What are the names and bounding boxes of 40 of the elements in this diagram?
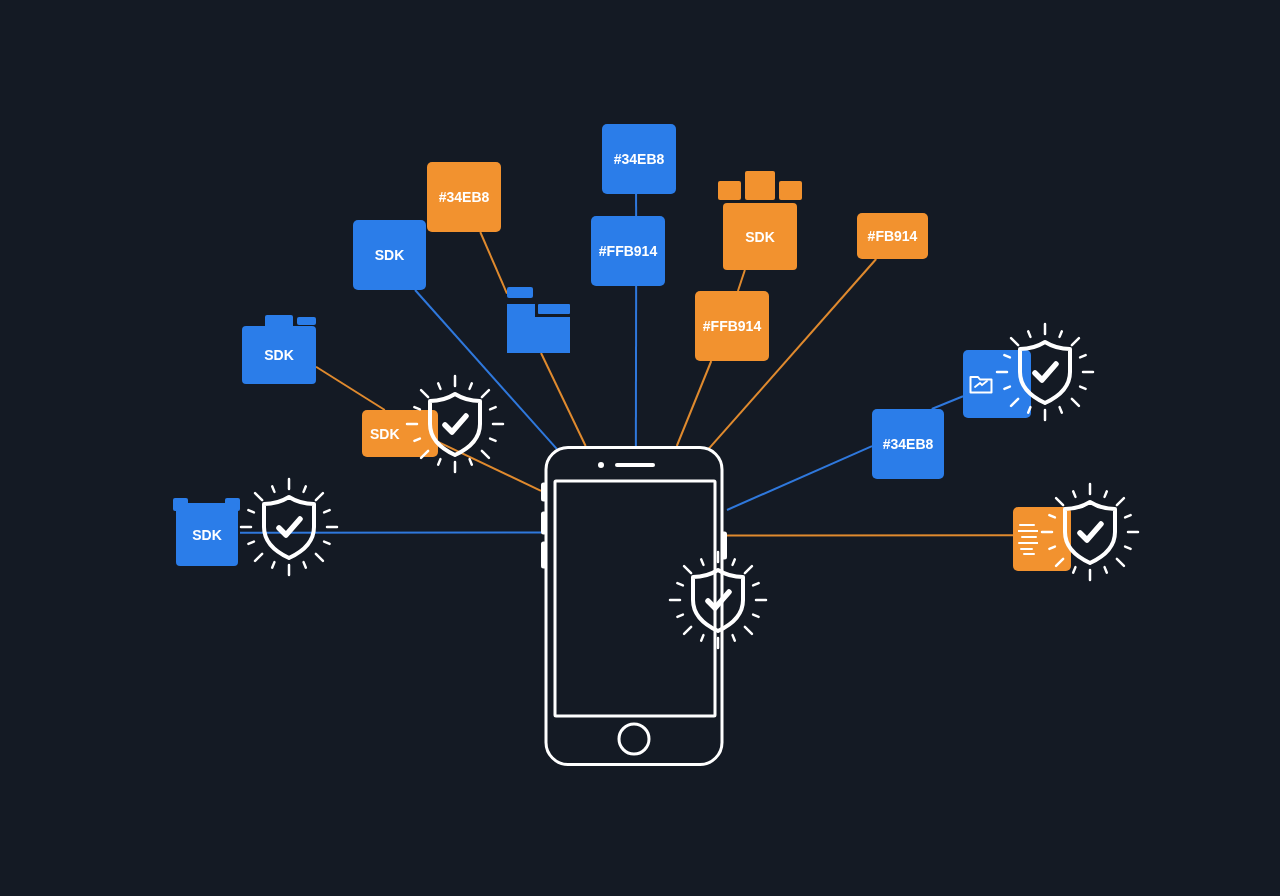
icon-tile <box>963 350 1031 418</box>
connector-line <box>479 231 508 295</box>
connector-line <box>414 289 558 451</box>
connector-line <box>736 269 746 292</box>
connector-line <box>635 193 638 217</box>
tile-label: #34EB8 <box>882 437 934 451</box>
tile-label: SDK <box>192 527 222 542</box>
tile-label: SDK <box>374 248 405 262</box>
folder-icon <box>507 287 570 353</box>
connector-line <box>675 360 713 447</box>
tile-label: #34EB8 <box>613 152 665 166</box>
tile-label: #34EB8 <box>438 190 490 204</box>
tile-label: #FFB914 <box>598 244 658 258</box>
tile-label: SDK <box>264 348 294 362</box>
connector-line <box>315 365 386 411</box>
connector-line <box>540 352 587 447</box>
package-tile <box>242 315 316 384</box>
code-tile <box>427 162 501 232</box>
connector-line <box>726 445 873 511</box>
sdk-tile <box>353 220 426 290</box>
code-tile <box>591 216 665 286</box>
sdk-tile <box>362 410 438 457</box>
phone-illustration <box>541 446 727 766</box>
tile-label: SDK <box>745 229 775 244</box>
tile-label: #FB914 <box>867 229 918 243</box>
connector-line <box>726 534 1014 537</box>
package-tile <box>718 171 802 270</box>
connector-line <box>634 285 638 447</box>
tile-label: #FFB914 <box>702 319 762 333</box>
package-tile <box>173 498 240 566</box>
code-tile <box>695 291 769 361</box>
connector-line <box>437 440 542 492</box>
connector-line <box>239 531 542 534</box>
icon-tile <box>1013 507 1071 571</box>
connector-line <box>707 258 878 451</box>
tile-label: SDK <box>370 426 400 441</box>
code-tile <box>857 213 928 259</box>
code-tile <box>872 409 944 479</box>
code-tile <box>602 124 676 194</box>
connector-line <box>930 395 964 410</box>
